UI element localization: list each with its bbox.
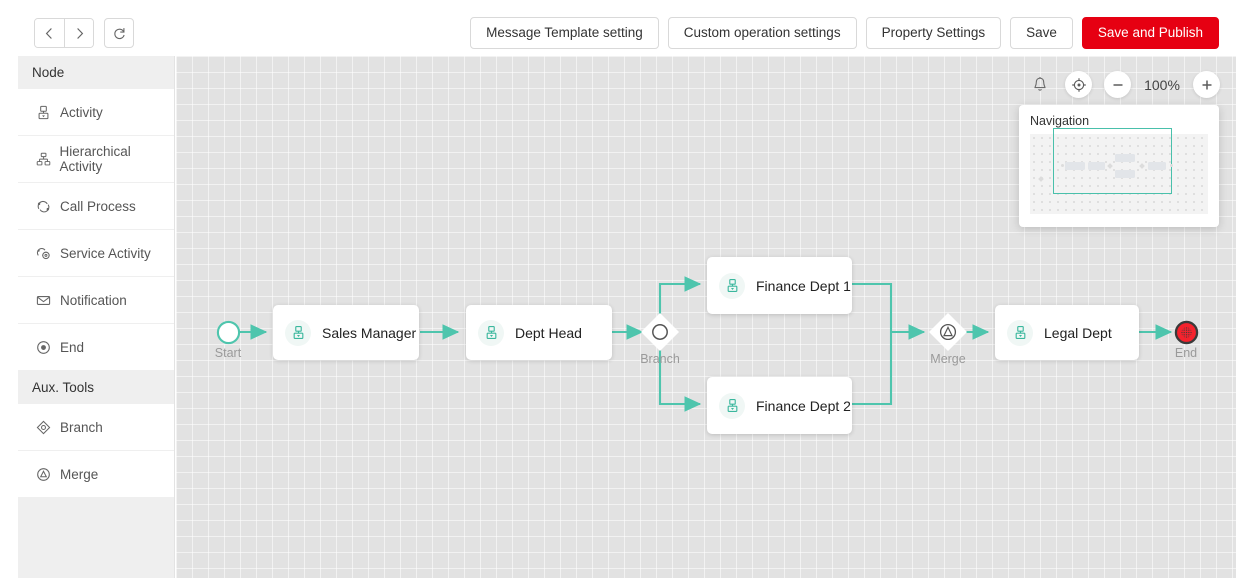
plus-icon (1202, 80, 1211, 89)
approval-person-icon (285, 319, 311, 346)
end-node[interactable] (1174, 320, 1199, 350)
node-card-finance-dept-2[interactable]: Finance Dept 2 (707, 377, 852, 434)
start-circle-icon (216, 320, 241, 345)
sidebar-item-label: Activity (60, 104, 103, 120)
sidebar-item-label: Merge (60, 466, 99, 482)
sidebar-item-activity[interactable]: Activity (18, 89, 174, 135)
minimap-end-marker (1170, 164, 1173, 167)
bell-icon[interactable] (1027, 72, 1053, 98)
workflow-canvas[interactable]: Start Sales Manager (176, 56, 1236, 578)
call-process-icon (36, 198, 58, 214)
approval-person-icon (719, 392, 745, 419)
sidebar-item-call-process[interactable]: Call Process (18, 183, 174, 229)
custom-operation-settings-button[interactable]: Custom operation settings (667, 17, 857, 49)
merge-icon (36, 466, 58, 482)
minus-icon (1113, 83, 1122, 86)
navigation-panel-title: Navigation (1030, 114, 1090, 128)
sidebar-item-service-activity[interactable]: Service Activity (18, 230, 174, 276)
approval-person-icon (478, 319, 504, 346)
minimap-viewport-rect[interactable] (1053, 128, 1172, 194)
zoom-level-label: 100% (1144, 76, 1180, 93)
sidebar-item-label: Notification (60, 292, 127, 308)
connector-layer (240, 276, 1173, 412)
minimap-edge-dot (1061, 164, 1064, 167)
node-card-label: Dept Head (515, 324, 582, 341)
minimap-start-marker (1038, 176, 1044, 182)
refresh-icon (113, 27, 125, 39)
node-card-label: Legal Dept (1044, 324, 1112, 341)
history-nav-group (34, 18, 94, 48)
chevron-right-icon (76, 27, 83, 39)
node-palette-sidebar: Node Activity Hiera (18, 56, 175, 578)
node-card-legal-dept[interactable]: Legal Dept (995, 305, 1139, 360)
sidebar-item-label: Call Process (60, 198, 136, 214)
canvas-zoom-controls: 100% (1027, 71, 1220, 98)
minimap-node (1115, 170, 1135, 178)
node-card-dept-head[interactable]: Dept Head (466, 305, 612, 360)
forward-button[interactable] (64, 19, 93, 47)
toolbar-actions: Message Template setting Custom operatio… (470, 17, 1219, 49)
merge-diamond-icon (929, 313, 967, 351)
minimap-canvas[interactable] (1030, 128, 1208, 214)
top-toolbar: Message Template setting Custom operatio… (0, 0, 1250, 56)
minimap-node (1115, 154, 1135, 162)
node-card-finance-dept-1[interactable]: Finance Dept 1 (707, 257, 852, 314)
branch-diamond-icon (641, 313, 679, 351)
envelope-icon (36, 292, 58, 308)
node-card-label: Finance Dept 1 (756, 277, 851, 294)
sidebar-item-hierarchical-activity[interactable]: Hierarchical Activity (18, 136, 174, 182)
hierarchy-icon (36, 151, 58, 167)
activity-icon (36, 104, 58, 120)
sidebar-item-label: End (60, 339, 85, 355)
sidebar-item-label: Service Activity (60, 245, 151, 261)
node-card-label: Sales Manager (322, 324, 417, 341)
palette-section-aux-header: Aux. Tools (18, 371, 174, 404)
recenter-target-button[interactable] (1065, 71, 1092, 98)
sidebar-item-label: Hierarchical Activity (59, 144, 131, 174)
branch-gateway-node[interactable] (639, 311, 681, 358)
back-button[interactable] (35, 19, 64, 47)
node-card-label: Finance Dept 2 (756, 397, 851, 414)
save-button[interactable]: Save (1010, 17, 1073, 49)
message-template-setting-button[interactable]: Message Template setting (470, 17, 659, 49)
palette-section-node-header: Node (18, 56, 174, 89)
sidebar-item-label: Branch (60, 419, 103, 435)
end-icon (36, 339, 58, 355)
end-circle-icon (1174, 320, 1199, 345)
navigation-minimap-panel[interactable]: Navigation (1019, 105, 1219, 227)
start-node[interactable] (216, 320, 241, 350)
merge-gateway-node[interactable] (927, 311, 969, 358)
minimap-node (1065, 162, 1085, 170)
target-icon (1071, 77, 1086, 92)
property-settings-button[interactable]: Property Settings (865, 17, 1002, 49)
minimap-node (1088, 162, 1105, 170)
service-activity-icon (36, 245, 58, 261)
sidebar-item-end[interactable]: End (18, 324, 174, 370)
zoom-out-button[interactable] (1104, 71, 1131, 98)
approval-person-icon (1007, 319, 1033, 346)
canvas-right-edge (1236, 56, 1250, 578)
sidebar-item-branch[interactable]: Branch (18, 404, 174, 450)
refresh-button[interactable] (104, 18, 134, 48)
sidebar-item-merge[interactable]: Merge (18, 451, 174, 497)
save-and-publish-button[interactable]: Save and Publish (1081, 17, 1219, 49)
sidebar-item-notification[interactable]: Notification (18, 277, 174, 323)
approval-person-icon (719, 272, 745, 299)
chevron-left-icon (45, 27, 52, 39)
branch-icon (36, 419, 58, 435)
minimap-node (1148, 162, 1166, 170)
zoom-in-button[interactable] (1193, 71, 1220, 98)
node-card-sales-manager[interactable]: Sales Manager (273, 305, 419, 360)
